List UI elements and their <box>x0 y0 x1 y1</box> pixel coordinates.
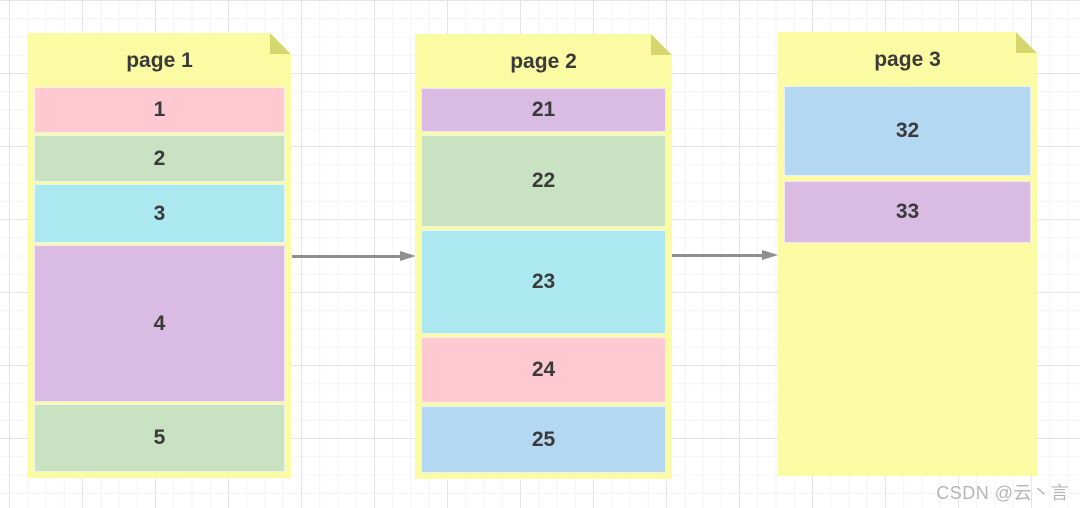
folded-corner-icon <box>651 34 672 55</box>
page-title: page 3 <box>874 48 941 71</box>
folded-corner-icon <box>1016 32 1037 53</box>
record-row: 5 <box>34 404 285 472</box>
record-row: 22 <box>421 135 666 227</box>
record-row: 23 <box>421 230 666 334</box>
arrow-head-icon <box>400 251 416 261</box>
record-row: 33 <box>784 181 1031 243</box>
record-row: 24 <box>421 337 666 403</box>
arrow-head-icon <box>762 250 778 260</box>
record-row: 21 <box>421 88 666 132</box>
arrow-shaft <box>672 253 762 257</box>
arrow-shaft <box>292 254 400 258</box>
csdn-watermark: CSDN @云丶言 <box>936 483 1069 503</box>
record-row: 25 <box>421 406 666 473</box>
page-title: page 2 <box>510 50 577 73</box>
page-title: page 1 <box>126 49 193 72</box>
record-row: 2 <box>34 135 285 182</box>
arrow-page1-to-page2 <box>292 250 416 262</box>
record-row: 1 <box>34 87 285 133</box>
record-row: 4 <box>34 245 285 402</box>
folded-corner-icon <box>270 33 291 54</box>
arrow-page2-to-page3 <box>672 249 778 261</box>
record-row: 3 <box>34 184 285 243</box>
record-row: 32 <box>784 86 1031 176</box>
